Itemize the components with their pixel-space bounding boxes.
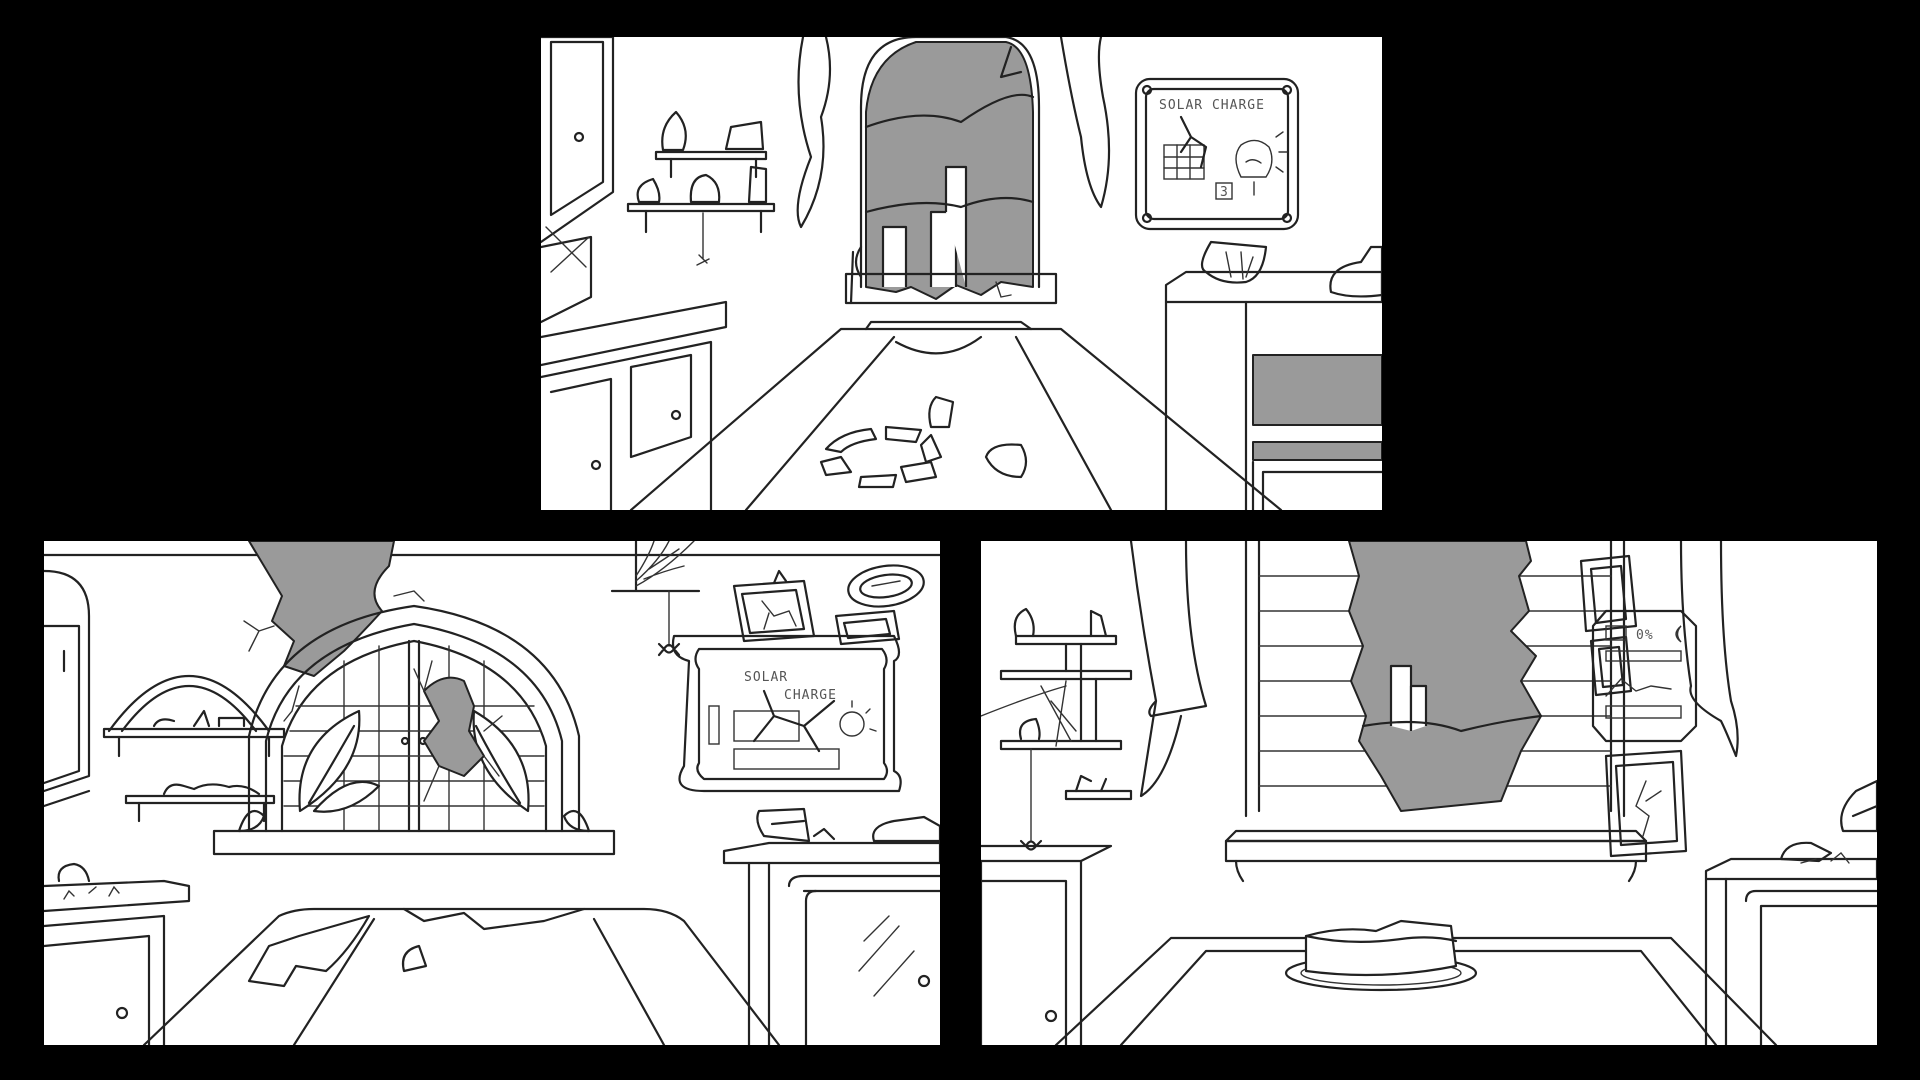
picture-frame [732,569,816,643]
wall-shelf [124,783,276,823]
broken-wall-hole [248,541,395,677]
storyboard-panel-bottom-left: SOLAR CHARGE [44,541,940,1045]
kitchen-table [629,327,1283,510]
left-counter [44,879,191,913]
broken-jar [756,807,811,843]
left-counter [981,844,1113,863]
storyboard-panel-bottom-right: 0% [981,541,1877,1045]
window-sill [212,829,616,856]
cake [1304,919,1458,977]
digital-display-panel: 0% [1591,609,1698,743]
curtain-left [1129,541,1208,718]
cobweb [610,541,701,657]
small-frame [834,609,901,646]
display-percent: 0% [1636,628,1654,643]
broken-blinds-hole [1348,541,1542,812]
kitchen-scene-bottom-left: SOLAR CHARGE [44,541,940,1045]
sign-label-line1: SOLAR [744,670,788,685]
left-counter [541,300,728,367]
window-sill [844,272,1058,305]
broken-board [247,914,371,988]
arch-shelf [102,674,286,758]
arched-window [212,604,616,856]
torn-curtain-left [796,37,832,229]
upper-cabinet [541,37,615,244]
sign-label-line2: CHARGE [784,688,837,703]
bowl [984,443,1028,479]
left-cabinet [44,569,91,793]
sign-number: 3 [1220,185,1229,200]
broken-plate [1779,841,1833,863]
torn-curtain-right [1059,37,1111,209]
broken-bowl [1200,240,1268,284]
sign-label: SOLAR CHARGE [1159,98,1265,113]
broken-dish [57,862,91,883]
solar-charge-sign: SOLAR CHARGE 3 [1134,77,1300,231]
oven-window [1252,354,1382,426]
small-frame [1589,635,1633,697]
window-sill [1224,829,1648,843]
window-with-blinds [1224,541,1648,883]
large-picture-frame [1604,749,1688,858]
kitchen-scene-bottom-right: 0% [981,541,1877,1045]
right-counter [722,841,940,865]
storyboard-panel-top: SOLAR CHARGE 3 [541,37,1382,510]
wall-shelf [981,607,1133,851]
kitchen-table [142,907,781,1045]
window-frame [859,37,1041,289]
right-counter [1164,270,1382,304]
solar-charge-sign: SOLAR CHARGE [671,634,902,793]
picture-frame [1579,554,1638,633]
wall-shelf [626,110,776,266]
broken-plate [819,425,943,489]
right-counter [1704,857,1877,881]
oval-frame [847,564,925,608]
kitchen-scene-top: SOLAR CHARGE 3 [541,37,1382,510]
curtain-right [1679,541,1739,758]
